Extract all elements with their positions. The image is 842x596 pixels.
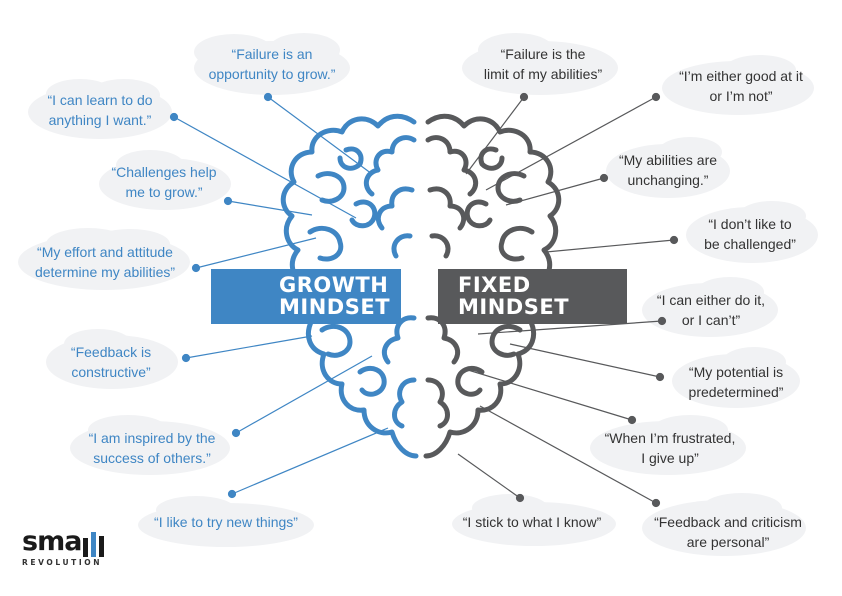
growth-title: GROWTH MINDSET [279,274,390,318]
fixed-title-line1: FIXED [458,273,531,297]
growth-connector-lines [169,92,389,499]
fixed-quote-stick: “I stick to what I know” [462,514,602,530]
fixed-quote-frustrated: “When I’m frustrated,I give up” [604,430,736,466]
logo-bars-icon [83,532,104,557]
logo-subtitle: REVOLUTION [22,558,103,567]
growth-title-line1: GROWTH [279,273,389,297]
fixed-title-line2: MINDSET [458,295,570,319]
quote-clouds-right [452,33,818,556]
logo-word: sma [22,526,82,557]
fixed-title: FIXED MINDSET [458,274,569,318]
growth-banner [211,269,401,324]
fixed-connector-lines [457,92,679,508]
growth-title-line2: MINDSET [279,295,391,319]
fixed-quote-do-it: “I can either do it,or I can’t” [656,292,766,328]
growth-quote-new-things: “I like to try new things” [154,514,298,530]
fixed-banner [438,269,627,324]
quote-clouds-left [18,33,350,547]
